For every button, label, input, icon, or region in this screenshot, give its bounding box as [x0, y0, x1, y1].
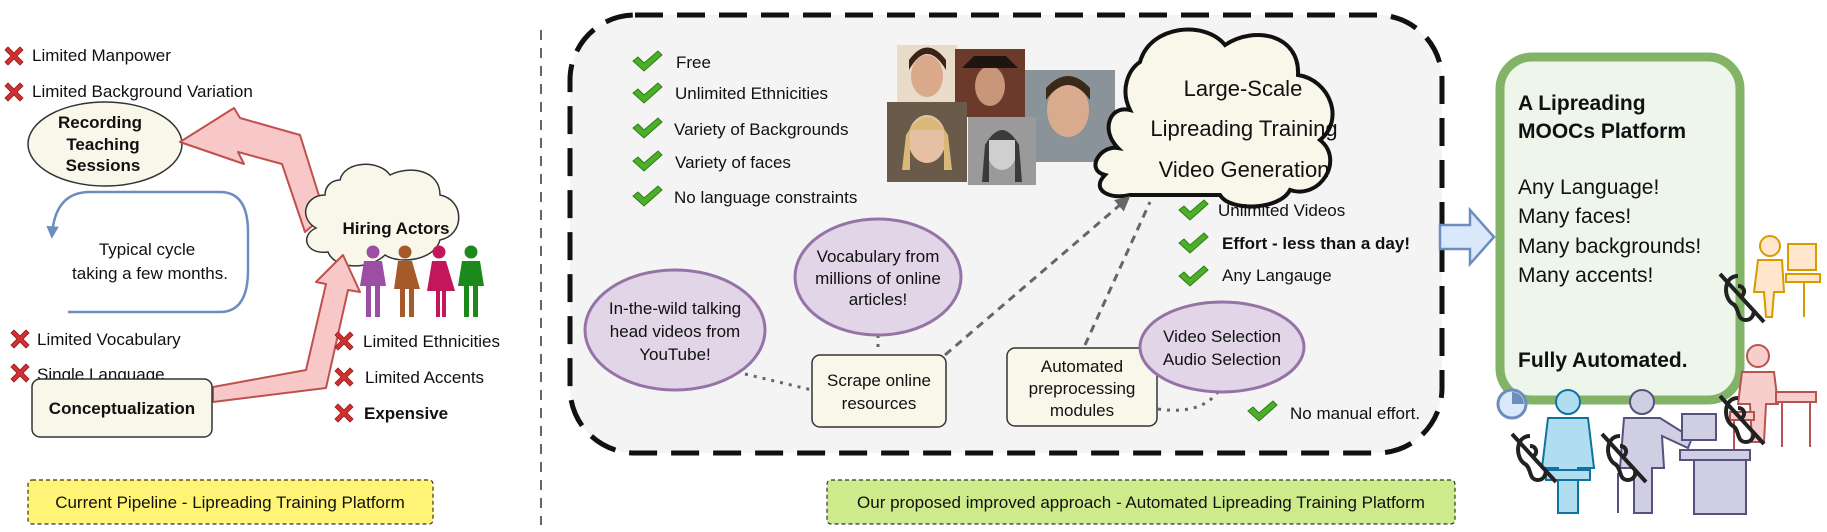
mooc-feature: Many faces!	[1518, 205, 1631, 228]
arrow-to-mooc	[1438, 206, 1496, 268]
no-manual-effort: No manual effort.	[1290, 404, 1420, 423]
cloud-line: Video Generation	[1159, 157, 1330, 182]
connector-youtube-to-scrape	[744, 372, 813, 392]
arrow-to-recording	[179, 107, 326, 233]
outcome-item: Effort - less than a day!	[1222, 234, 1410, 253]
pro-item: No language constraints	[674, 188, 857, 207]
cloud-line: Lipreading Training	[1150, 116, 1337, 141]
recording-sessions-node	[27, 101, 183, 187]
mooc-platform-panel	[1495, 52, 1745, 405]
person-icon	[1752, 235, 1821, 318]
scrape-line: resources	[842, 394, 917, 413]
connector-selection-to-auto	[1157, 391, 1220, 412]
vocab-line: articles!	[849, 290, 908, 309]
actor-con: Limited Accents	[365, 368, 484, 387]
person-icon	[1617, 389, 1751, 515]
computer-icon	[1787, 243, 1817, 271]
con-limited-background: Limited Background Variation	[32, 82, 253, 101]
connector-auto-to-cloud	[1083, 201, 1152, 346]
deaf-icon	[1600, 432, 1648, 484]
arrow-to-hiring	[212, 254, 361, 403]
proposed-approach-caption	[826, 479, 1456, 525]
youtube-line: YouTube!	[639, 345, 711, 364]
hiring-cloud	[305, 163, 460, 267]
cross-icon	[10, 363, 30, 383]
cross-icon	[334, 367, 354, 387]
mooc-feature: Many accents!	[1518, 264, 1653, 287]
selection-node	[1138, 300, 1306, 394]
cross-icon	[334, 331, 354, 351]
pro-item: Variety of Backgrounds	[674, 120, 849, 139]
conceptualization-node	[31, 378, 213, 438]
mooc-title-line: MOOCs Platform	[1518, 120, 1686, 143]
auto-line: preprocessing	[1029, 379, 1136, 398]
computer-icon	[1681, 413, 1717, 441]
cycle-line: Typical cycle	[99, 240, 195, 259]
pro-item: Free	[676, 53, 711, 72]
youtube-line: In-the-wild talking	[609, 299, 741, 318]
mooc-platform-section: A Lipreading MOOCs Platform Any Language…	[1495, 52, 1821, 515]
scrape-line: Scrape online	[827, 371, 931, 390]
clock-icon	[1496, 388, 1528, 420]
preprocessing-modules-node	[1006, 347, 1158, 427]
cross-icon	[10, 329, 30, 349]
actor-icon	[458, 245, 484, 317]
scrape-resources-node	[811, 354, 947, 428]
cross-icon	[334, 403, 354, 423]
cross-icon	[4, 46, 24, 66]
connector-scrape-to-cloud	[944, 196, 1131, 357]
outcome-item: Unlimited Videos	[1218, 201, 1345, 220]
vocab-line: millions of online	[815, 269, 941, 288]
proposed-approach-section: Free Unlimited Ethnicities Variety of Ba…	[567, 12, 1456, 525]
cloud-line: Large-Scale	[1184, 76, 1303, 101]
mooc-title-line: A Lipreading	[1518, 92, 1646, 115]
pro-item: Unlimited Ethnicities	[675, 84, 828, 103]
cycle-arrow	[46, 190, 250, 314]
proposed-approach-caption-text: Our proposed improved approach - Automat…	[857, 493, 1425, 512]
cycle-line: taking a few months.	[72, 264, 228, 283]
con-limited-manpower: Limited Manpower	[32, 46, 171, 65]
vocabulary-source-node	[793, 217, 963, 337]
deaf-icon	[1718, 394, 1766, 446]
actor-icon	[427, 245, 455, 317]
selection-line: Video Selection	[1163, 327, 1281, 346]
mooc-feature: Many backgrounds!	[1518, 235, 1701, 258]
selection-line: Audio Selection	[1163, 350, 1281, 369]
outcome-item: Any Langauge	[1222, 266, 1332, 285]
actor-con: Expensive	[364, 404, 448, 423]
recording-line: Teaching	[66, 135, 139, 154]
actor-con: Limited Ethnicities	[363, 332, 500, 351]
person-icon	[1540, 389, 1596, 514]
auto-line: Automated	[1041, 357, 1123, 376]
con-limited-vocabulary: Limited Vocabulary	[37, 330, 181, 349]
current-pipeline-caption-text: Current Pipeline - Lipreading Training P…	[55, 493, 405, 512]
hiring-actors-label: Hiring Actors	[342, 219, 449, 238]
mooc-feature: Any Language!	[1518, 176, 1659, 199]
vocab-line: Vocabulary from	[817, 247, 940, 266]
actor-icon	[360, 245, 386, 317]
face-photo-collage	[887, 45, 1115, 185]
youtube-source-node	[583, 268, 767, 392]
current-pipeline-caption	[27, 479, 434, 525]
conceptualization-label: Conceptualization	[49, 399, 195, 418]
current-pipeline-section: Limited Manpower Limited Background Vari…	[4, 46, 500, 525]
recording-line: Recording	[58, 113, 142, 132]
pro-item: Variety of faces	[675, 153, 791, 172]
deaf-icon	[1718, 272, 1766, 324]
recording-line: Sessions	[66, 156, 141, 175]
deaf-icon	[1510, 432, 1558, 484]
youtube-line: head videos from	[610, 322, 740, 341]
auto-line: modules	[1050, 401, 1114, 420]
mooc-footer: Fully Automated.	[1518, 349, 1688, 372]
actor-icon	[394, 245, 420, 317]
cross-icon	[4, 82, 24, 102]
video-generation-cloud	[1093, 27, 1335, 209]
